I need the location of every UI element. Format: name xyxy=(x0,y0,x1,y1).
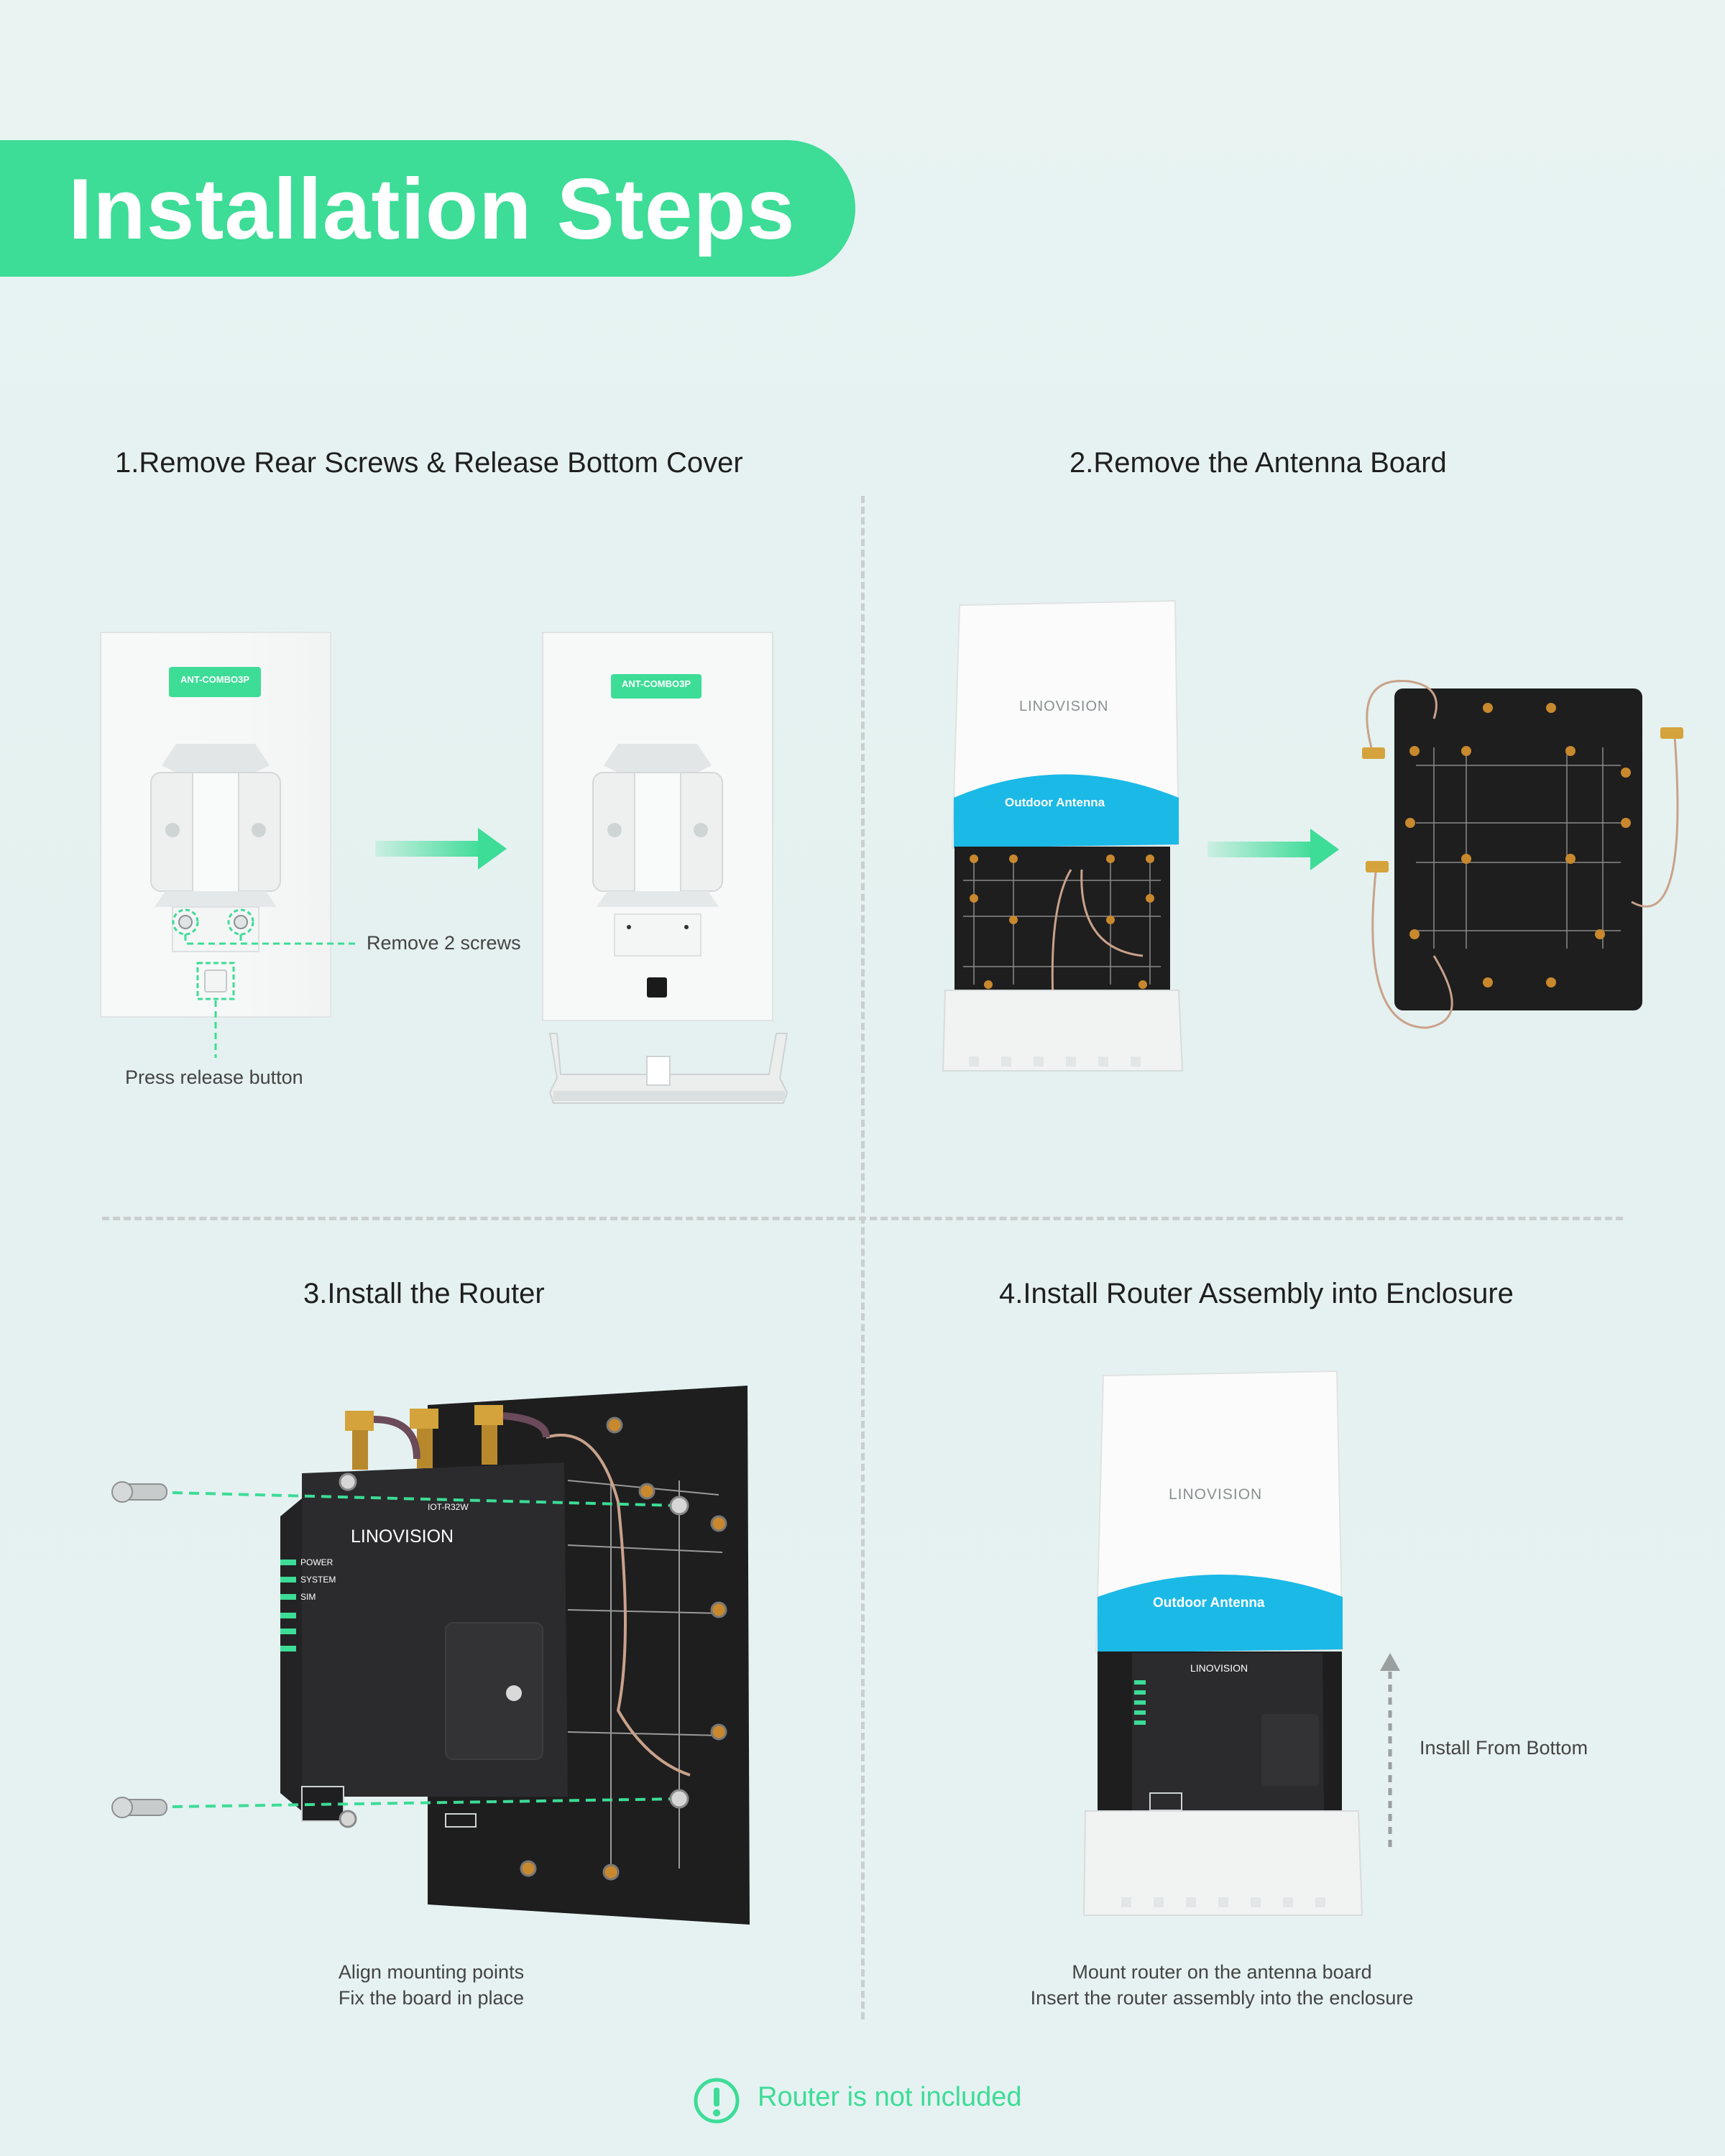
arrow-up-icon xyxy=(1380,1653,1400,1847)
step-3-caption-line-1: Align mounting points xyxy=(338,1961,525,1983)
led-label-sim: SIM xyxy=(300,1592,316,1602)
header-banner xyxy=(0,140,855,277)
product-label-text: ANT-COMBO3P xyxy=(180,674,250,685)
vertical-divider xyxy=(861,496,865,2019)
callout-remove-screws: Remove 2 screws xyxy=(367,932,521,954)
step-4-title: 4.Install Router Assembly into Enclosure xyxy=(999,1278,1514,1309)
enclosure-front xyxy=(1082,1370,1363,1916)
router-model: IOT-R32W xyxy=(428,1502,469,1512)
router-not-included-note: Router is not included xyxy=(758,2082,1022,2112)
arrow-right-icon xyxy=(375,828,507,870)
enclosure-rear-open xyxy=(542,632,788,1104)
screw-icon xyxy=(111,1797,167,1818)
step-3-caption-line-2: Fix the board in place xyxy=(338,1987,525,2009)
enclosure-front xyxy=(942,599,1184,1072)
enclosure-brand: LINOVISION xyxy=(1169,1486,1263,1503)
horizontal-divider xyxy=(102,1217,1623,1220)
antenna-board xyxy=(1362,679,1683,1029)
step-4-caption-line-1: Mount router on the antenna board xyxy=(1072,1961,1372,1983)
arrow-right-icon xyxy=(1208,829,1339,870)
install-from-bottom-label: Install From Bottom xyxy=(1420,1737,1588,1759)
enclosure-brand: LINOVISION xyxy=(1019,699,1109,714)
product-label-text-2: ANT-COMBO3P xyxy=(621,678,691,689)
router-brand: LINOVISION xyxy=(1190,1662,1248,1674)
step-2-title: 2.Remove the Antenna Board xyxy=(1070,447,1447,479)
callout-press-release: Press release button xyxy=(125,1067,303,1088)
step-4-caption-line-2: Insert the router assembly into the encl… xyxy=(1030,1987,1414,2009)
screw-icon xyxy=(111,1481,167,1503)
enclosure-band-label: Outdoor Antenna xyxy=(1153,1595,1265,1611)
router-brand: LINOVISION xyxy=(351,1526,454,1547)
exclamation-circle-icon xyxy=(694,2078,740,2124)
product-label-tag xyxy=(169,667,261,697)
router-device xyxy=(280,1405,568,1828)
enclosure-band-label: Outdoor Antenna xyxy=(1005,796,1105,809)
step-3-title: 3.Install the Router xyxy=(303,1278,545,1309)
page-title: Installation Steps xyxy=(68,161,796,257)
led-label-system: SYSTEM xyxy=(300,1575,336,1585)
led-label-power: POWER xyxy=(300,1557,334,1567)
step-1-title: 1.Remove Rear Screws & Release Bottom Co… xyxy=(115,447,743,479)
